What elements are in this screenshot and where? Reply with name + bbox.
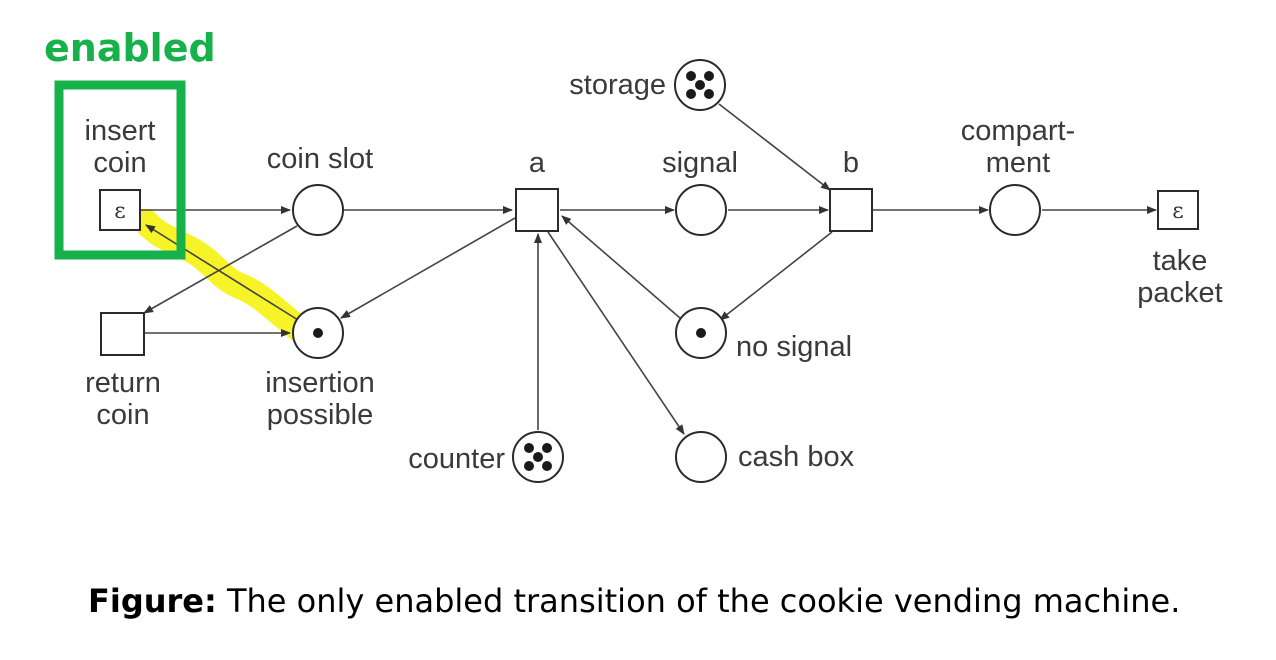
token xyxy=(524,443,534,453)
token xyxy=(524,461,534,471)
transition-a[interactable] xyxy=(515,188,559,232)
cash-box-label: cash box xyxy=(738,441,855,473)
token xyxy=(704,71,714,81)
insert-coin-label-line1: insert xyxy=(85,115,156,147)
token xyxy=(686,71,696,81)
insertion-possible-label-line1: insertion xyxy=(265,367,375,399)
token xyxy=(704,89,714,99)
compartment-label-line1: compart- xyxy=(961,115,1075,147)
place-cash-box[interactable] xyxy=(675,431,727,483)
place-storage[interactable] xyxy=(674,59,726,111)
arc-insertion-possible-to-insert-coin xyxy=(145,224,299,321)
token xyxy=(542,461,552,471)
counter-label: counter xyxy=(408,443,505,475)
token xyxy=(696,328,706,338)
figure-caption: Figure: The only enabled transition of t… xyxy=(88,582,1180,620)
place-coin-slot[interactable] xyxy=(292,184,344,236)
signal-label: signal xyxy=(662,147,738,179)
take-packet-label-line1: take xyxy=(1153,245,1208,277)
return-coin-label-line2: coin xyxy=(96,399,149,431)
arc-storage-to-b xyxy=(718,103,831,191)
arcs xyxy=(141,103,1157,435)
return-coin-label-line1: return xyxy=(85,367,161,399)
insertion-possible-label-line2: possible xyxy=(267,399,373,431)
insert-coin-label-line2: coin xyxy=(93,147,146,179)
place-signal[interactable] xyxy=(675,184,727,236)
coin-slot-label: coin slot xyxy=(267,143,373,175)
a-label: a xyxy=(529,147,546,179)
token xyxy=(313,328,323,338)
no-signal-label: no signal xyxy=(736,331,852,363)
token xyxy=(695,80,705,90)
transition-return-coin[interactable] xyxy=(100,312,145,356)
caption-prefix: Figure: xyxy=(88,582,217,620)
arc-a-to-cash-box xyxy=(547,231,685,435)
caption-text: The only enabled transition of the cooki… xyxy=(217,582,1181,620)
place-counter[interactable] xyxy=(512,431,564,483)
arc-no-signal-to-a xyxy=(561,215,681,319)
transition-insert-coin[interactable]: ε xyxy=(99,189,141,231)
enabled-label: enabled xyxy=(44,26,216,70)
storage-label: storage xyxy=(569,69,666,101)
place-compartment[interactable] xyxy=(989,184,1041,236)
take-packet-symbol: ε xyxy=(1172,199,1183,224)
arc-b-to-no-signal xyxy=(719,231,833,321)
b-label: b xyxy=(843,147,859,179)
transition-take-packet[interactable]: ε xyxy=(1157,190,1199,230)
place-insertion-possible[interactable] xyxy=(292,307,344,359)
enabled-highlight-box xyxy=(54,80,186,260)
insert-coin-symbol: ε xyxy=(114,199,125,224)
token xyxy=(542,443,552,453)
place-no-signal[interactable] xyxy=(675,307,727,359)
token xyxy=(533,452,543,462)
transition-b[interactable] xyxy=(829,188,873,232)
arc-coin-slot-to-return-coin xyxy=(143,225,298,314)
token xyxy=(686,89,696,99)
take-packet-label-line2: packet xyxy=(1137,277,1222,309)
arc-a-to-insertion-possible xyxy=(340,217,516,319)
compartment-label-line2: ment xyxy=(986,147,1050,179)
